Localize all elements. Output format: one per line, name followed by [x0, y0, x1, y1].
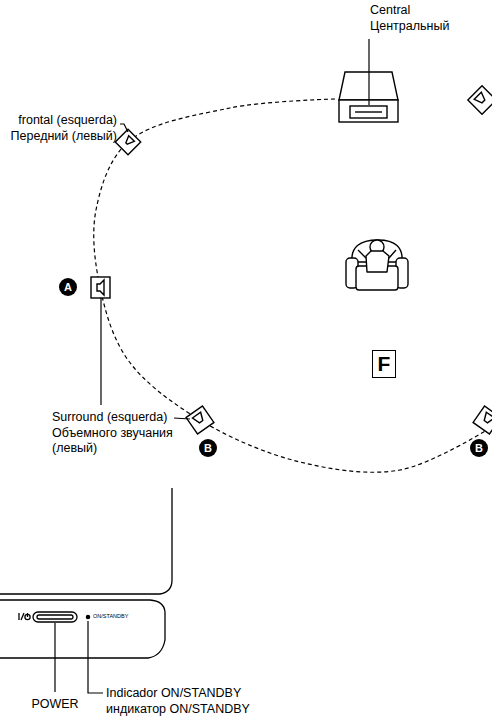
power-button-inner — [37, 615, 73, 619]
speaker-label: Central — [370, 3, 410, 18]
surround-left-speaker — [186, 406, 214, 434]
leader-line — [100, 298, 101, 405]
speaker-label: frontal (esquerda) — [18, 113, 117, 128]
speaker-label: Surround (esquerda) — [52, 410, 167, 425]
speaker-label: Передний (левый) — [11, 129, 117, 144]
surround-right-speaker — [473, 406, 492, 434]
speaker-box — [186, 406, 214, 434]
receiver-top-edge — [0, 488, 172, 594]
leader-line — [88, 621, 103, 693]
receiver-front-panel — [0, 600, 165, 658]
on-standby-indicator — [86, 615, 89, 618]
node-text: F — [378, 352, 391, 376]
callout-letter: B — [199, 439, 217, 457]
speaker-box — [473, 406, 492, 434]
front-left-speaker — [115, 129, 140, 154]
listener-in-armchair — [346, 240, 408, 290]
speaker-cone — [474, 92, 487, 105]
speaker-cone — [97, 280, 104, 295]
leader-line — [368, 39, 369, 105]
node-text: A — [64, 281, 72, 293]
control-label: Indicador ON/STANDBY — [106, 686, 241, 701]
speaker-cone — [482, 412, 492, 424]
power-button — [33, 612, 77, 622]
side-speaker-a — [91, 277, 110, 298]
figure-letter-box: F — [372, 350, 396, 378]
callout-letter: B — [470, 439, 488, 457]
control-label: POWER — [31, 697, 78, 712]
speaker-label: Объемного звучания (левый) — [52, 426, 192, 456]
speaker-grille — [355, 111, 382, 112]
panel-marking: ON/STANDBY — [93, 613, 128, 620]
speaker-label: Центральный — [370, 19, 449, 34]
leader-line — [174, 418, 190, 419]
power-symbol — [21, 613, 24, 620]
power-symbol — [18, 613, 19, 620]
speaker-cone — [192, 412, 205, 424]
node-text: B — [204, 442, 212, 454]
callout-letter: A — [59, 278, 77, 296]
listener-body — [366, 251, 389, 272]
speaker-box — [91, 277, 110, 298]
leader-line — [120, 124, 128, 132]
listener-arms — [358, 250, 396, 258]
receiver-unit — [0, 488, 172, 658]
speaker-box — [468, 86, 492, 114]
node-text: B — [475, 442, 483, 454]
front-right-speaker — [468, 86, 492, 114]
speaker-cone — [124, 136, 135, 147]
power-symbol — [27, 613, 28, 617]
control-label: индикатор ON/STANDBY — [106, 702, 250, 717]
center-speaker — [350, 106, 387, 118]
speaker-box — [115, 129, 140, 154]
